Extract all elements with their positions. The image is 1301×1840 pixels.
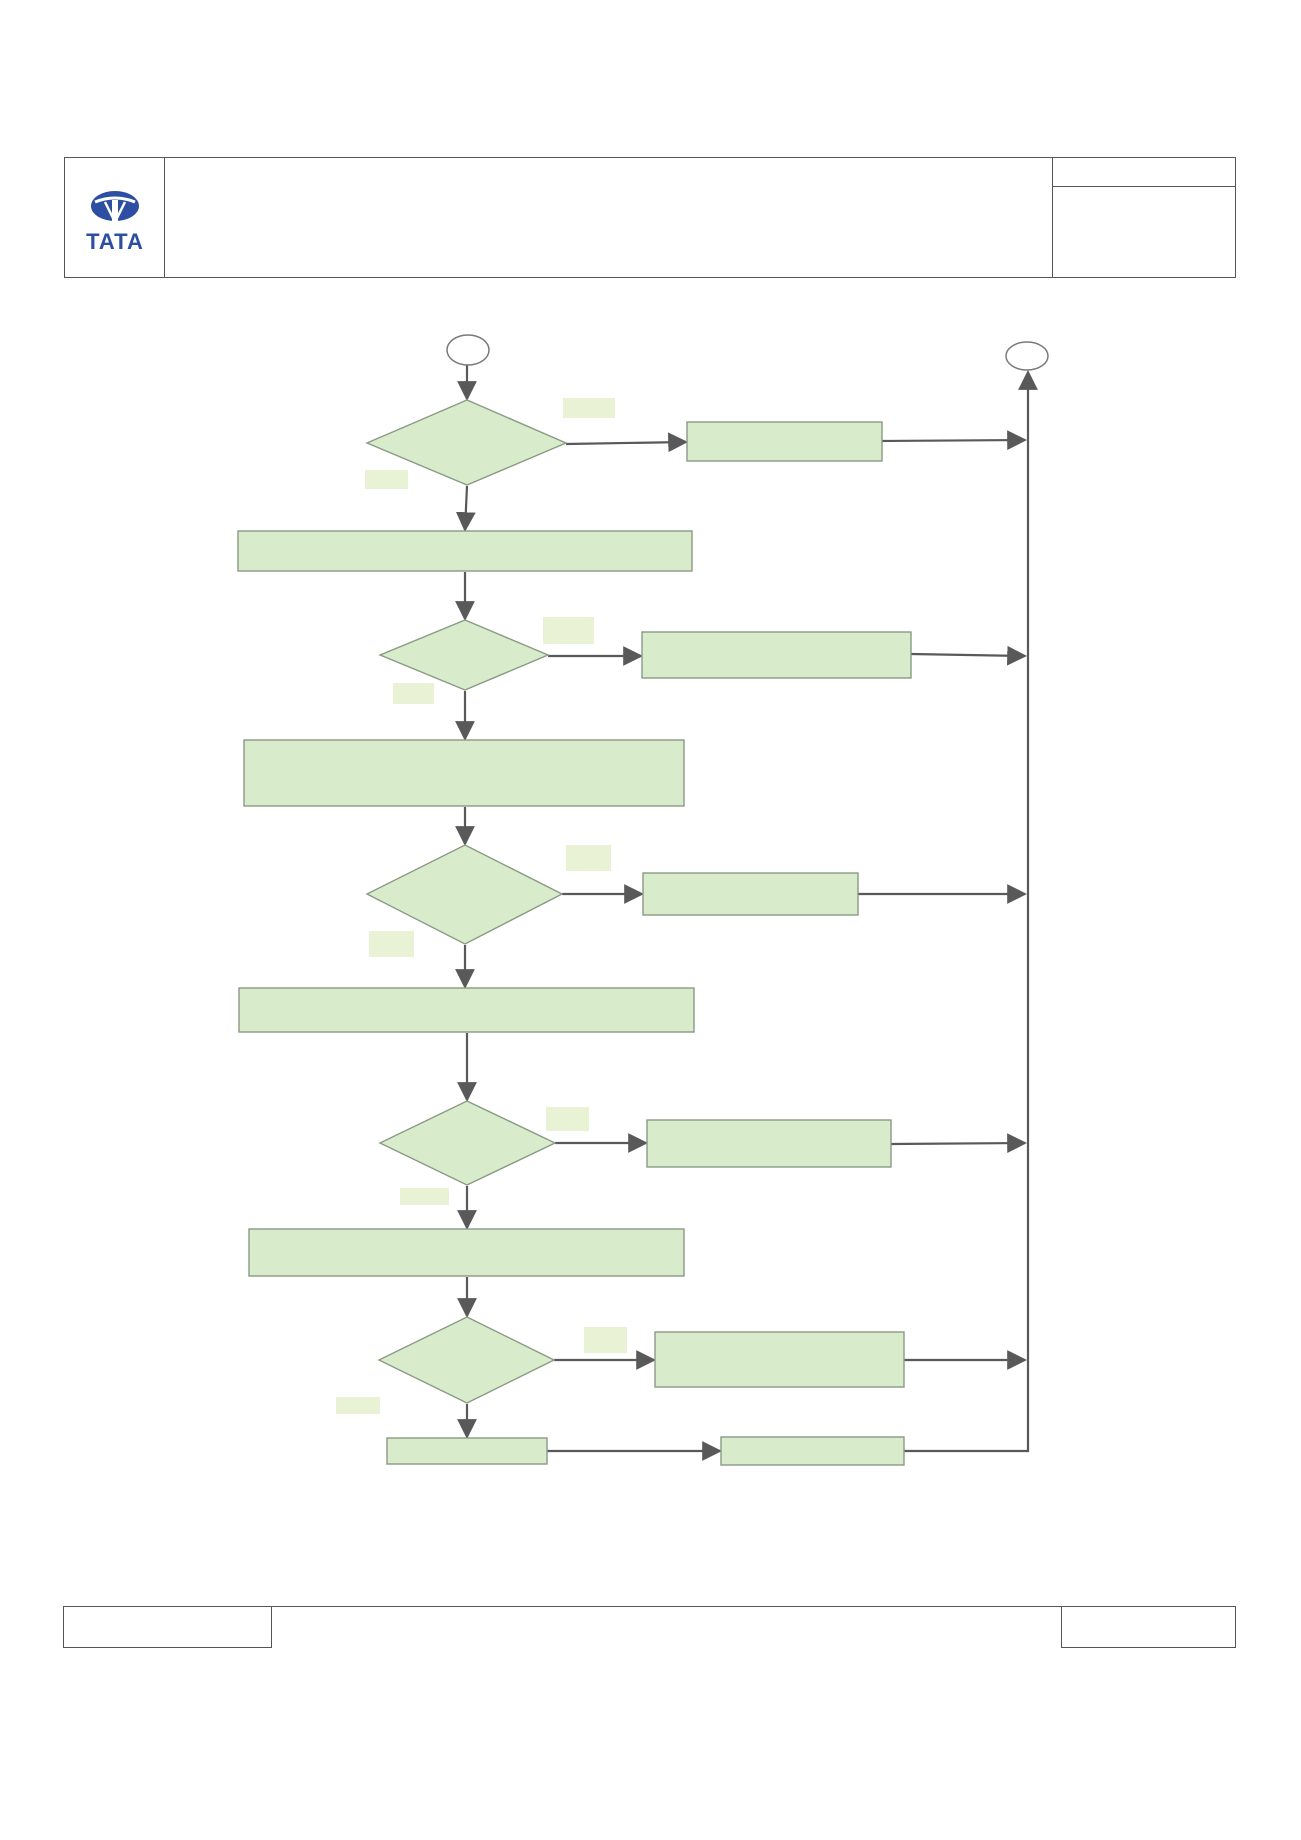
header-logo-cell: TATA	[64, 157, 165, 278]
process-step-s3[interactable]	[642, 872, 859, 916]
process-step-m5[interactable]	[386, 1437, 548, 1465]
process-step-m4[interactable]	[248, 1228, 685, 1277]
process-step-s6[interactable]	[720, 1436, 905, 1466]
logo-text: TATA	[86, 229, 144, 254]
branch-label-d3-no	[369, 931, 414, 957]
branch-label-d4-no	[400, 1188, 449, 1205]
edge-d1-m1	[455, 485, 476, 532]
edges	[455, 365, 1038, 1461]
branch-label-d5-yes	[584, 1327, 627, 1353]
process-step-m1[interactable]	[237, 530, 693, 572]
start-node[interactable]	[446, 334, 490, 366]
edge-d1-s1	[565, 432, 688, 453]
process-step-m3[interactable]	[238, 987, 695, 1033]
tata-logo-icon: TATA	[86, 191, 144, 254]
branch-label-d5-no	[336, 1397, 380, 1414]
header-rev-cell	[1052, 186, 1236, 278]
branch-label-d2-yes	[543, 617, 594, 644]
footer-top-rule	[271, 1606, 1062, 1607]
process-step-m2[interactable]	[243, 739, 685, 807]
process-step-s4[interactable]	[646, 1119, 892, 1168]
branch-label-d1-yes	[563, 398, 615, 418]
branch-label-d1-no	[365, 470, 408, 489]
decision-d3[interactable]	[365, 844, 564, 945]
decision-d4[interactable]	[378, 1100, 557, 1186]
decision-d2[interactable]	[378, 619, 550, 691]
footer-left	[64, 1607, 271, 1631]
footer-right	[1062, 1607, 1235, 1631]
edge-s1-end	[881, 430, 1027, 451]
process-step-s1[interactable]	[686, 421, 883, 462]
branch-labels	[336, 398, 627, 1414]
edge-s2-end	[910, 645, 1027, 666]
branch-label-d4-yes	[546, 1107, 589, 1131]
decision-d1[interactable]	[365, 399, 568, 486]
footer-left-cell	[63, 1606, 272, 1648]
decision-d5[interactable]	[377, 1316, 556, 1404]
end-node[interactable]	[1005, 341, 1049, 371]
edge-s4-end	[890, 1133, 1027, 1154]
process-step-s5[interactable]	[654, 1331, 905, 1388]
edge-s6-end	[904, 370, 1038, 1453]
branch-label-d3-yes	[566, 845, 611, 871]
footer-right-cell	[1061, 1606, 1236, 1648]
branch-label-d2-no	[393, 683, 434, 704]
process-step-s2[interactable]	[641, 631, 912, 679]
